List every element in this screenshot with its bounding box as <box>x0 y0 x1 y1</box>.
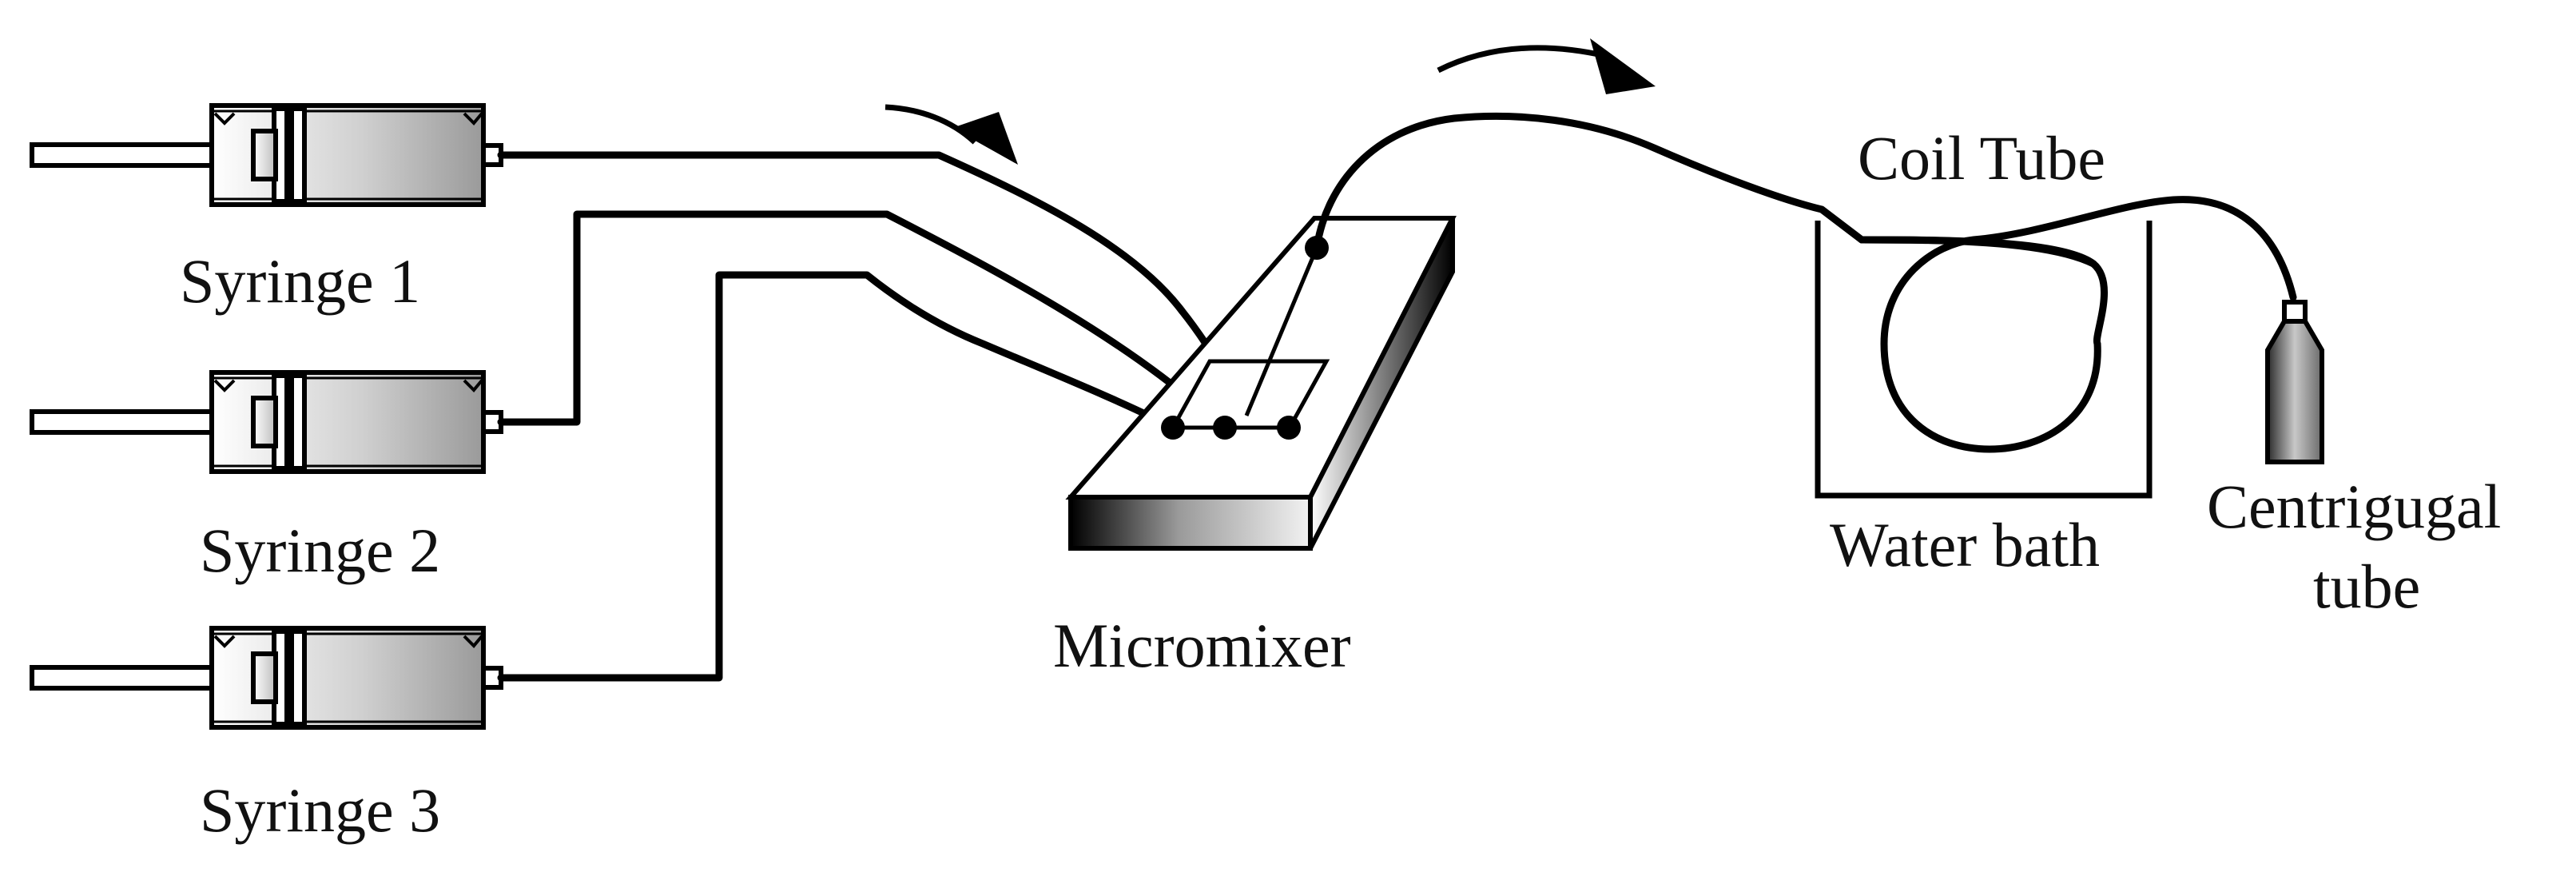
label-syringe-3: Syringe 3 <box>200 775 440 845</box>
label-centrifugal-tube-line1: Centrigugal <box>2207 472 2501 541</box>
label-water-bath: Water bath <box>1830 510 2100 579</box>
inlet-port-1 <box>1161 416 1185 440</box>
flow-arrow-2 <box>1437 38 1656 94</box>
water-bath <box>1815 221 2153 499</box>
inlet-port-3 <box>1277 416 1301 440</box>
flow-arrow-1 <box>885 104 1018 165</box>
label-centrifugal-tube-line2: tube <box>2313 551 2420 621</box>
inlet-port-2 <box>1213 416 1237 440</box>
syringe-1 <box>32 106 501 205</box>
coil-tube <box>1858 196 2297 453</box>
micromixer-chip <box>1065 216 1457 551</box>
tube-syringe-3 <box>497 271 1177 682</box>
label-coil-tube: Coil Tube <box>1858 123 2105 193</box>
label-syringe-2: Syringe 2 <box>200 516 440 585</box>
centrifugal-tube <box>2265 300 2324 464</box>
label-micromixer: Micromixer <box>1053 611 1351 680</box>
syringe-2 <box>32 372 501 472</box>
syringe-3 <box>32 628 501 727</box>
label-syringe-1: Syringe 1 <box>180 246 420 316</box>
tube-syringe-1 <box>497 151 1266 432</box>
